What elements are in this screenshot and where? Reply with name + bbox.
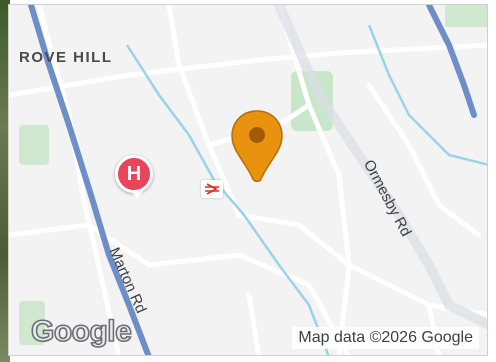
park-area bbox=[445, 5, 487, 27]
location-pin-icon[interactable] bbox=[229, 109, 285, 185]
map-attribution: Map data ©2026 Google bbox=[292, 327, 479, 349]
area-label: ROVE HILL bbox=[19, 49, 113, 66]
minor-roads bbox=[9, 5, 487, 355]
rail-station-icon[interactable] bbox=[201, 180, 223, 198]
major-roads bbox=[28, 5, 477, 355]
park-area bbox=[19, 301, 45, 345]
park-area bbox=[19, 125, 49, 165]
map-canvas[interactable]: ROVE HILL Ormesby Rd Marton Rd H Google … bbox=[8, 4, 488, 356]
google-logo: Google bbox=[30, 314, 132, 349]
rail-symbol bbox=[205, 183, 219, 195]
arterial-road bbox=[274, 5, 487, 330]
hospital-marker[interactable]: H bbox=[115, 155, 153, 199]
hospital-icon: H bbox=[126, 162, 142, 185]
waterway bbox=[125, 24, 487, 355]
satellite-edge bbox=[0, 0, 10, 362]
map-tiles bbox=[9, 5, 487, 355]
